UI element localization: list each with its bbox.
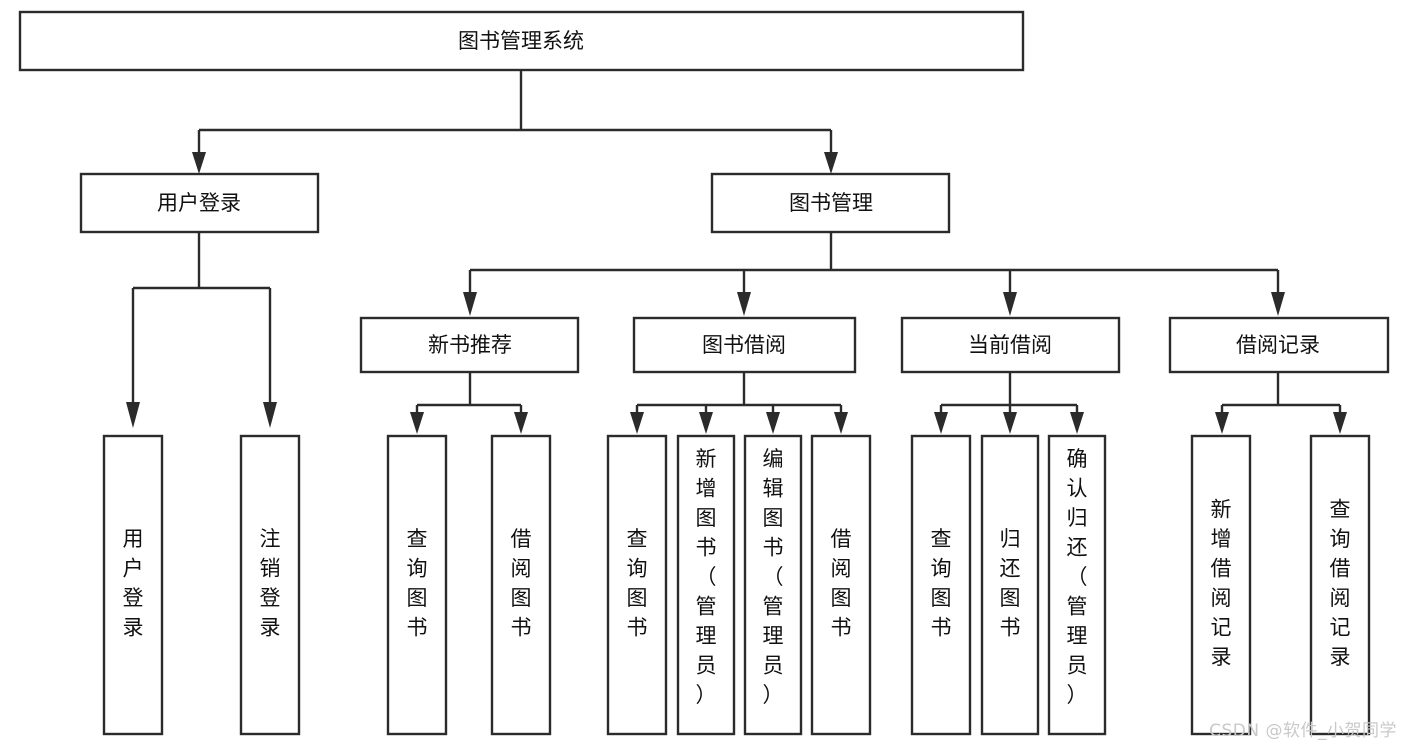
leaf-user-login-box[interactable] <box>102 434 164 736</box>
arrow-to-borrow-record <box>1271 292 1285 316</box>
arrow-to-new-book-recommend <box>463 292 477 316</box>
arrow-to-leaf-logout <box>263 402 277 428</box>
leaf-br-search-record-label: 查询借阅记录 <box>1330 498 1351 670</box>
node-new-book-recommend-box[interactable] <box>359 316 580 374</box>
connector-book-borrow-branch <box>635 372 843 414</box>
leaf-bb-add-book-box[interactable] <box>676 434 736 736</box>
node-user-login-label: 用户登录 <box>157 191 241 215</box>
leaf-user-login[interactable]: 用户登录 <box>102 434 164 736</box>
leaf-nb-borrow-book-box[interactable] <box>490 434 552 736</box>
node-borrow-record-box[interactable] <box>1168 316 1390 374</box>
connector-borrow-record-branch <box>1220 372 1342 414</box>
connector-user-login-branch <box>131 232 272 402</box>
leaf-bb-edit-book-box[interactable] <box>743 434 803 736</box>
leaf-bb-borrow-book[interactable]: 借阅图书 <box>810 434 872 736</box>
leaf-cb-confirm-return-box[interactable] <box>1047 434 1107 736</box>
leaf-br-add-record-box[interactable] <box>1190 434 1252 736</box>
leaf-user-login-label: 用户登录 <box>123 527 144 640</box>
arrow-to-leaf-bb-search <box>630 412 644 434</box>
node-book-borrow-label: 图书借阅 <box>702 333 786 357</box>
arrow-to-leaf-cb-confirm <box>1070 412 1084 434</box>
node-book-borrow-box[interactable] <box>632 316 857 374</box>
leaf-bb-search-book-box[interactable] <box>606 434 668 736</box>
arrow-to-leaf-nb-borrow <box>514 412 528 434</box>
arrow-to-current-borrow <box>1003 292 1017 316</box>
arrow-to-leaf-user-login <box>126 402 140 428</box>
node-current-borrow-box[interactable] <box>900 316 1121 374</box>
arrow-to-book-borrow <box>737 292 751 316</box>
leaf-nb-search-book-box[interactable] <box>386 434 448 736</box>
leaf-cb-return-book[interactable]: 归还图书 <box>980 434 1040 736</box>
leaf-bb-edit-book[interactable]: 编辑图书（管理员） <box>743 434 803 736</box>
leaf-br-search-record-box[interactable] <box>1309 434 1371 736</box>
arrow-to-book-manage <box>824 152 838 174</box>
leaf-cb-search-book-box[interactable] <box>910 434 972 736</box>
arrow-to-leaf-nb-search <box>410 412 424 434</box>
connector-book-manage-branch <box>468 232 1280 292</box>
arrow-to-leaf-cb-return <box>1003 412 1017 434</box>
leaf-bb-borrow-book-label: 借阅图书 <box>831 527 852 640</box>
node-book-borrow[interactable]: 图书借阅 <box>632 316 857 374</box>
leaf-cb-return-book-label: 归还图书 <box>1000 527 1021 640</box>
arrow-to-leaf-bb-edit <box>766 412 780 434</box>
leaf-cb-confirm-return-label: 确认归还（管理员） <box>1067 447 1088 707</box>
arrow-to-leaf-bb-borrow <box>834 412 848 434</box>
connector-current-borrow-branch <box>939 372 1079 414</box>
node-root-label: 图书管理系统 <box>458 29 584 53</box>
leaf-nb-search-book-label: 查询图书 <box>407 527 428 640</box>
node-new-book-recommend[interactable]: 新书推荐 <box>359 316 580 374</box>
leaf-logout[interactable]: 注销登录 <box>239 434 301 736</box>
connector-root-trunk <box>197 70 833 162</box>
node-borrow-record[interactable]: 借阅记录 <box>1168 316 1390 374</box>
node-borrow-record-label: 借阅记录 <box>1236 333 1320 357</box>
leaf-cb-search-book[interactable]: 查询图书 <box>910 434 972 736</box>
node-user-login-box[interactable] <box>79 172 320 234</box>
leaf-bb-add-book[interactable]: 新增图书（管理员） <box>676 434 736 736</box>
arrow-to-leaf-bb-add <box>699 412 713 434</box>
arrow-to-leaf-cb-search <box>934 412 948 434</box>
node-book-manage-box[interactable] <box>710 172 951 234</box>
leaf-logout-box[interactable] <box>239 434 301 736</box>
leaf-br-add-record-label: 新增借阅记录 <box>1211 498 1232 670</box>
leaf-nb-borrow-book[interactable]: 借阅图书 <box>490 434 552 736</box>
leaf-bb-borrow-book-box[interactable] <box>810 434 872 736</box>
leaf-layer: 用户登录 注销登录 查询图书 借阅图书 查询图书 新 <box>102 434 1371 736</box>
arrow-to-leaf-br-add <box>1215 412 1229 434</box>
leaf-nb-search-book[interactable]: 查询图书 <box>386 434 448 736</box>
arrow-to-leaf-br-search <box>1333 412 1347 434</box>
csdn-watermark: CSDN @软件_小贺同学 <box>1209 721 1397 741</box>
node-new-book-recommend-label: 新书推荐 <box>428 333 512 357</box>
node-user-login[interactable]: 用户登录 <box>79 172 320 234</box>
node-current-borrow-label: 当前借阅 <box>968 333 1052 357</box>
leaf-logout-label: 注销登录 <box>260 527 281 640</box>
leaf-cb-search-book-label: 查询图书 <box>931 527 952 640</box>
leaf-bb-search-book[interactable]: 查询图书 <box>606 434 668 736</box>
connector-new-book-branch <box>415 372 523 414</box>
node-current-borrow[interactable]: 当前借阅 <box>900 316 1121 374</box>
leaf-cb-return-book-box[interactable] <box>980 434 1040 736</box>
leaf-br-add-record[interactable]: 新增借阅记录 <box>1190 434 1252 736</box>
leaf-br-search-record[interactable]: 查询借阅记录 <box>1309 434 1371 736</box>
leaf-bb-edit-book-label: 编辑图书（管理员） <box>763 447 784 707</box>
node-book-manage-label: 图书管理 <box>789 191 873 215</box>
connector-layer <box>126 70 1347 434</box>
arrow-to-user-login <box>192 152 206 174</box>
leaf-bb-search-book-label: 查询图书 <box>627 527 648 640</box>
leaf-cb-confirm-return[interactable]: 确认归还（管理员） <box>1047 434 1107 736</box>
node-root[interactable]: 图书管理系统 <box>18 10 1025 72</box>
node-book-manage[interactable]: 图书管理 <box>710 172 951 234</box>
leaf-nb-borrow-book-label: 借阅图书 <box>511 527 532 640</box>
node-root-box[interactable] <box>18 10 1025 72</box>
leaf-bb-add-book-label: 新增图书（管理员） <box>696 447 717 707</box>
